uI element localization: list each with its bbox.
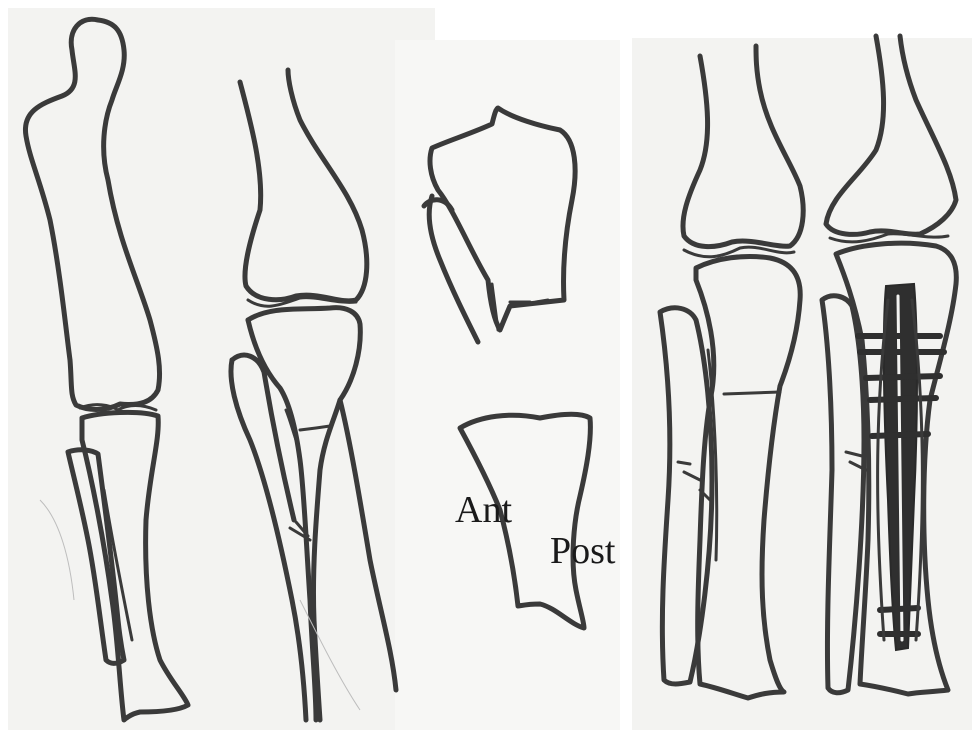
label-posterior: Post [550,530,616,572]
distal-screw-1 [880,608,918,610]
mid-screw-1 [872,434,928,436]
tibia-right-cut [724,392,780,394]
label-anterior: Ant [455,489,512,531]
proximal-screw-3 [866,376,940,378]
